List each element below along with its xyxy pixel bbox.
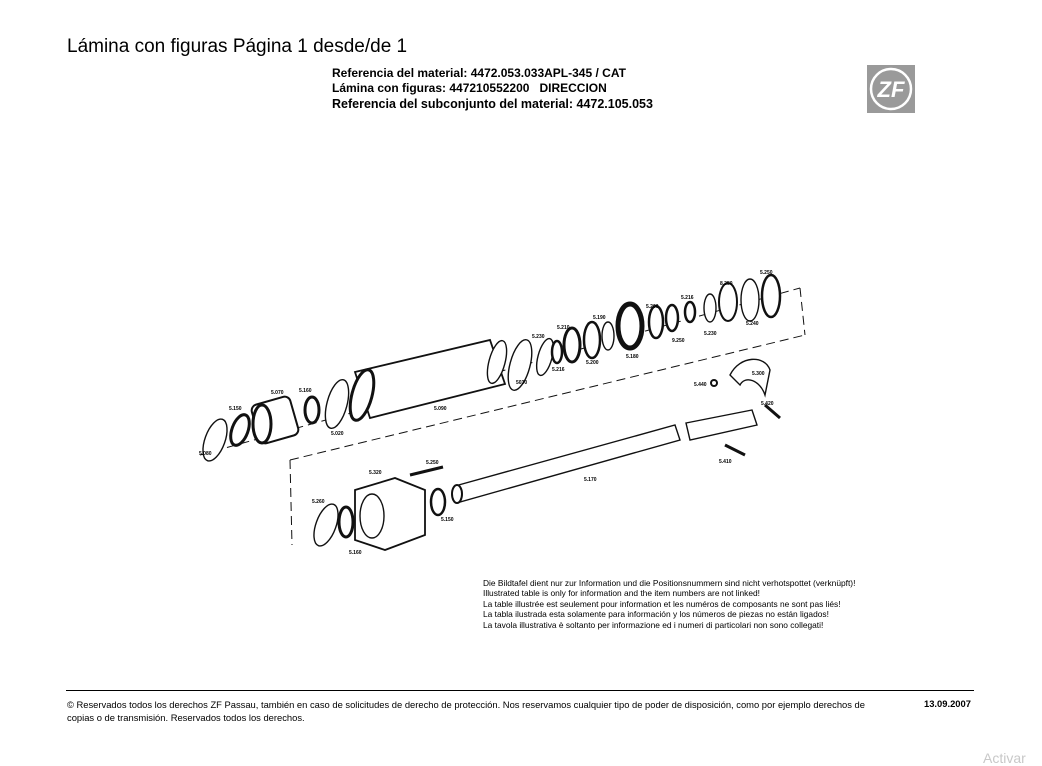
figure-sheet-text: Lámina con figuras: 447210552200 [332,81,530,95]
zf-logo: ZF [867,65,915,113]
figure-desc: DIRECCION [539,81,607,95]
note-fr: La table illustrée est seulement pour in… [483,598,841,609]
part-label: 5.170 [584,477,597,483]
footer-date: 13.09.2007 [924,698,971,709]
svg-text:ZF: ZF [877,77,905,102]
footer-line-1: © Reservados todos los derechos ZF Passa… [67,699,865,710]
part-label: 5.260 [312,499,325,505]
part-label: 5.250 [426,460,439,466]
part-label: 5.300 [752,371,765,377]
part-label: 5.070 [271,390,284,396]
document-title: Lámina con figuras Página 1 desde/de 1 [67,36,408,57]
part-label: 5.250 [760,270,773,276]
part-label: 5.150 [441,517,454,523]
material-reference: Referencia del material: 4472.053.033APL… [332,66,626,80]
material-desc: APL-345 / CAT [544,66,626,80]
part-label: 5030 [516,380,527,386]
part-label: 5.216 [681,295,694,301]
figure-sheet: Lámina con figuras: 447210552200 DIRECCI… [332,81,607,95]
part-label: 5.200 [646,304,659,310]
part-label: 5.440 [694,382,707,388]
part-label: 5.230 [532,334,545,340]
note-es: La tabla ilustrada esta solamente para i… [483,609,829,620]
copyright-footer: © Reservados todos los derechos ZF Passa… [67,698,865,724]
disclaimer-note: Die Bildtafel dient nur zur Information … [483,578,855,630]
note-it: La tavola illustrativa è soltanto per in… [483,619,824,630]
part-label: 8.250 [720,281,733,287]
part-label: 5.230 [704,331,717,337]
part-label: 5.080 [199,451,212,457]
material-ref-text: Referencia del material: 4472.053.033 [332,66,545,80]
part-label: 5.200 [586,360,599,366]
activation-watermark: Activar [983,750,1026,766]
part-label: 5.090 [434,406,447,412]
lower-assembly [313,358,781,551]
part-label: 5.180 [626,354,639,360]
part-label: 5.420 [761,401,774,407]
footer-divider [66,690,974,691]
part-label: 5.320 [369,470,382,476]
part-label: 5.160 [349,550,362,556]
subassembly-reference: Referencia del subconjunto del material:… [332,97,653,111]
part-labels: 5.250 8.250 5.216 5.200 5.190 5.210 5.23… [199,270,774,556]
upper-assembly [202,273,782,462]
note-en: Illustrated table is only for informatio… [483,588,760,599]
part-label: 5.216 [552,367,565,373]
part-label: 5.160 [299,388,312,394]
part-label: 5.150 [229,406,242,412]
note-de: Die Bildtafel dient nur zur Information … [483,578,856,588]
part-label: 5.240 [746,321,759,327]
part-label: 5.020 [331,431,344,437]
part-label: 5.190 [593,315,606,321]
part-label: 5.210 [557,325,570,331]
part-label: 5.410 [719,459,732,465]
part-label: 9.250 [672,338,685,344]
footer-line-2: copias o de transmisión. Reservados todo… [67,712,305,723]
